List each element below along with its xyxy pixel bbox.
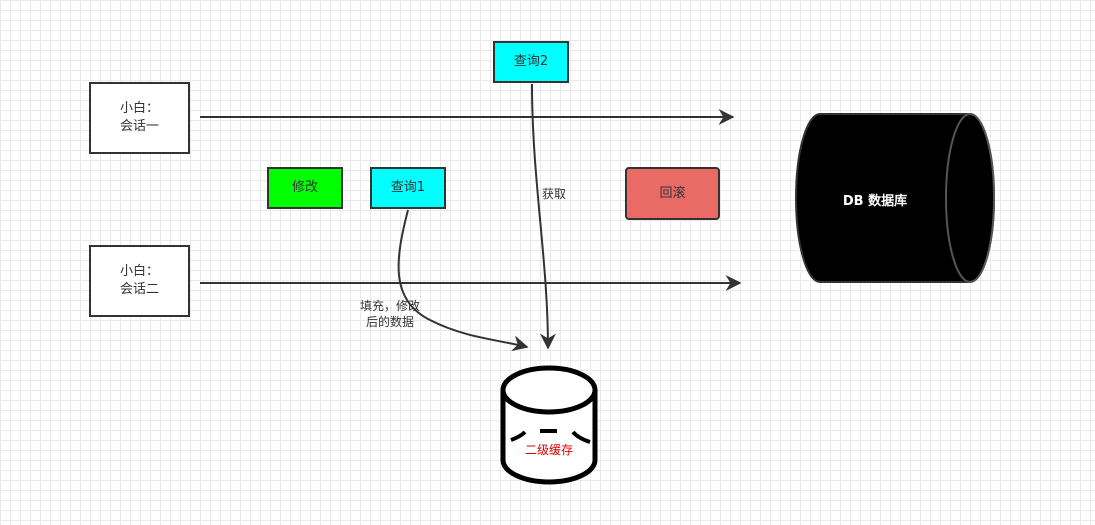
query1-box: 查询1 <box>370 167 446 209</box>
modify-box: 修改 <box>267 167 343 209</box>
rollback-box: 回滚 <box>625 167 720 220</box>
cache-cylinder <box>500 365 598 485</box>
database-cylinder <box>795 113 995 283</box>
session-one-box: 小白： 会话一 <box>89 82 190 154</box>
query2-label: 查询2 <box>513 54 549 69</box>
fill-edge-label-line2: 后的数据 <box>365 315 414 329</box>
session-two-line2: 会话二 <box>119 282 159 297</box>
modify-label: 修改 <box>291 180 318 195</box>
session-one-line2: 会话一 <box>119 119 159 134</box>
query1-label: 查询1 <box>390 180 426 195</box>
fetch-edge-label: 获取 <box>541 187 566 201</box>
session-two-box: 小白： 会话二 <box>89 245 190 317</box>
cache-label: 二级缓存 <box>524 443 573 457</box>
rollback-label: 回滚 <box>659 185 686 201</box>
fetch-edge <box>531 83 556 350</box>
fill-edge-label: 填充，修改 后的数据 <box>348 298 432 330</box>
query2-box: 查询2 <box>493 41 569 83</box>
fill-edge-label-line1: 填充，修改 <box>359 299 420 313</box>
session-one-line1: 小白： <box>119 101 159 116</box>
session-two-line1: 小白： <box>119 264 159 279</box>
fill-edge <box>397 209 529 352</box>
database-label: DB 数据库 <box>842 194 908 209</box>
